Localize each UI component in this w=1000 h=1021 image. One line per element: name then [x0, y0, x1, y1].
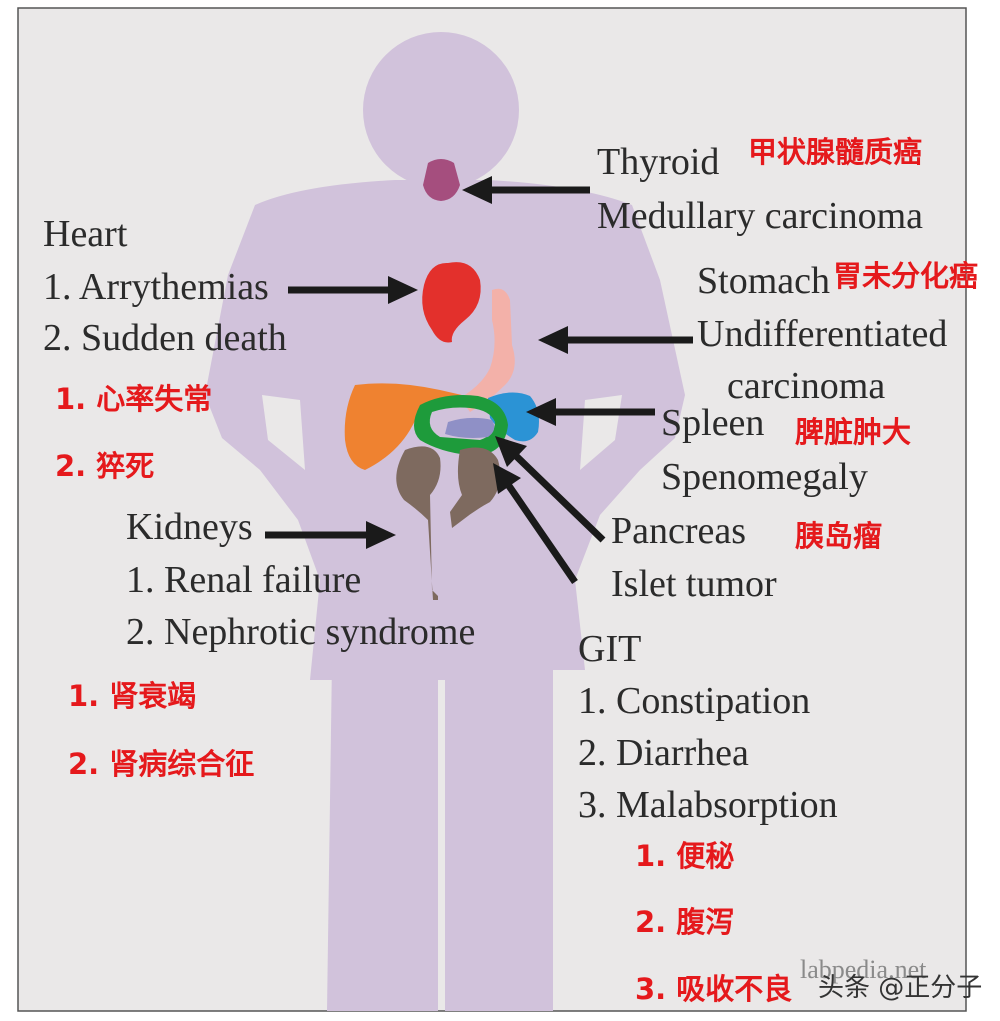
heart-arrow-head: [388, 276, 418, 304]
heart-title: Heart: [43, 213, 128, 255]
pancreas-finding: Islet tumor: [611, 563, 777, 605]
stomach-finding-2: carcinoma: [727, 365, 886, 407]
kidneys-item-2: 2. Nephrotic syndrome: [126, 611, 476, 653]
source-watermark: labpedia.net: [800, 955, 927, 984]
pancreas-cn: 胰岛瘤: [795, 519, 883, 553]
heart-cn-1: 1. 心率失常: [55, 382, 213, 416]
left-leg: [327, 660, 438, 1011]
credit-watermark: 头条 @正分子: [818, 973, 983, 1003]
islet-organ: [445, 417, 495, 438]
arrows: [265, 176, 693, 584]
heart-item-1: 1. Arrythemias: [43, 266, 269, 308]
right-leg: [445, 660, 553, 1011]
kidneys-title: Kidneys: [126, 506, 253, 548]
left-arm-notch: [262, 395, 305, 470]
spleen-finding: Spenomegaly: [661, 456, 868, 498]
git-cn-3: 3. 吸收不良: [635, 972, 793, 1006]
stomach-arrow-head: [538, 326, 568, 354]
heart-cn-2: 2. 猝死: [55, 449, 155, 483]
spleen-cn: 脾脏肿大: [795, 415, 912, 449]
head: [363, 32, 519, 188]
thyroid-finding: Medullary carcinoma: [597, 195, 924, 237]
stomach-organ: [460, 288, 515, 412]
git-title: GIT: [578, 628, 642, 670]
stomach-finding-1: Undifferentiated: [697, 313, 948, 355]
thyroid-arrow-head: [462, 176, 492, 204]
pancreas-ring: [414, 395, 508, 455]
thyroid-cn: 甲状腺髓质癌: [748, 135, 923, 169]
body-silhouette: [205, 32, 685, 1011]
stomach-title: Stomach: [697, 260, 830, 302]
torso-and-arms: [205, 180, 685, 680]
kidney-arrow-head: [366, 521, 396, 549]
git-cn-1: 1. 便秘: [635, 839, 735, 873]
spleen-title: Spleen: [661, 402, 765, 444]
pancreas-arrow-head: [495, 436, 527, 467]
heart-item-2: 2. Sudden death: [43, 317, 287, 359]
git-item-1: 1. Constipation: [578, 680, 811, 722]
git-item-2: 2. Diarrhea: [578, 732, 749, 774]
thyroid-title: Thyroid: [597, 141, 720, 183]
kidneys-item-1: 1. Renal failure: [126, 559, 362, 601]
spleen-arrow-head: [526, 398, 556, 426]
git-cn-2: 2. 腹泻: [635, 905, 735, 939]
git-arrow-shaft: [504, 481, 578, 584]
pancreas-title: Pancreas: [611, 510, 747, 552]
heart-organ: [422, 262, 481, 343]
stomach-cn: 胃未分化癌: [833, 259, 979, 293]
kidneys-organ: [396, 446, 501, 600]
kidneys-cn-2: 2. 肾病综合征: [68, 747, 255, 781]
git-item-3: 3. Malabsorption: [578, 784, 838, 826]
git-arrow-head: [493, 463, 521, 494]
kidneys-cn-1: 1. 肾衰竭: [68, 679, 197, 713]
thyroid-organ: [423, 159, 460, 201]
pancreas-arrow-shaft: [509, 449, 606, 543]
